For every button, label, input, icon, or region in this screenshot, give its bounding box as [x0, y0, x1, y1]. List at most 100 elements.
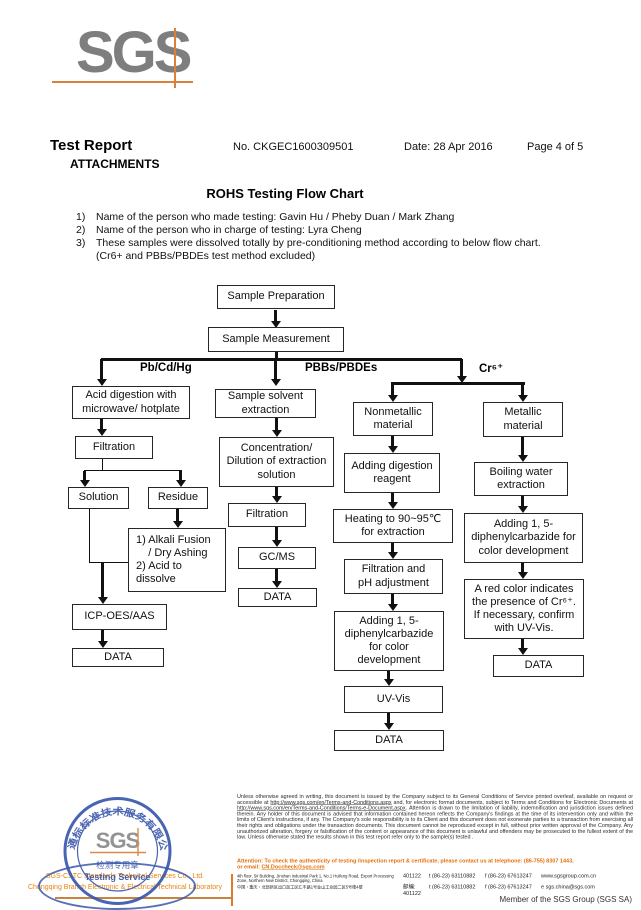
- note-number: 2): [76, 224, 86, 236]
- flow-arrow: [101, 563, 104, 597]
- flow-arrow: [521, 639, 524, 648]
- postal-code: 401122: [403, 873, 421, 879]
- member-line: Member of the SGS Group (SGS SA): [499, 895, 633, 904]
- notes-list: 1) Name of the person who made testing: …: [76, 211, 576, 263]
- flow-arrow: [83, 471, 86, 480]
- flow-arrow: [275, 527, 278, 540]
- flow-chart-title: ROHS Testing Flow Chart: [206, 186, 364, 201]
- report-number: No. CKGEC1600309501: [233, 141, 354, 153]
- flow-node-sample-preparation: Sample Preparation: [217, 285, 335, 309]
- flow-node-boiling-water: Boiling water extraction: [474, 462, 568, 496]
- flow-node-data-1: DATA: [72, 648, 164, 667]
- disclaimer-text: Unless otherwise agreed in writing, this…: [237, 793, 633, 806]
- report-date: Date: 28 Apr 2016: [404, 141, 493, 153]
- address-cn: 中国・重庆・北部新区出口加工区汇丰路1号金山工业园二区5号楼4楼: [237, 885, 363, 890]
- note-number: 1): [76, 211, 86, 223]
- branch-label-pbbs-pbdes: PBBs/PBDEs: [305, 362, 378, 374]
- flow-arrow: [391, 594, 394, 604]
- flow-node-data-4: DATA: [493, 655, 584, 677]
- flow-arrow: [176, 509, 179, 521]
- flow-arrow: [391, 436, 394, 446]
- sgs-logo: SGS: [76, 20, 192, 85]
- flow-node-data-2: DATA: [238, 588, 317, 607]
- flow-node-solution: Solution: [68, 487, 129, 509]
- email-address: e sgs.china@sgs.com: [541, 884, 595, 890]
- attention-text: Attention: To check the authenticity of …: [237, 858, 574, 870]
- flow-arrow: [179, 471, 182, 480]
- stamp-chinese-line: 检测专用章: [96, 860, 139, 870]
- flow-arrow: [521, 496, 524, 506]
- flow-arrow: [521, 437, 524, 455]
- attachments-heading: ATTACHMENTS: [70, 157, 160, 171]
- flow-node-alkali-fusion: 1) Alkali Fusion / Dry Ashing 2) Acid to…: [128, 528, 226, 592]
- logo-horizontal-line: [52, 81, 193, 83]
- flow-node-concentration: Concentration/ Dilution of extraction so…: [219, 437, 334, 487]
- flow-line: [84, 470, 182, 472]
- flow-arrow: [387, 713, 390, 723]
- note-text: These samples were dissolved totally by …: [96, 237, 541, 262]
- terms-url: http://www.sgs.com/en/Terms-and-Conditio…: [270, 799, 392, 806]
- flow-arrow: [275, 418, 278, 430]
- flow-node-carbazide-2: Adding 1, 5- diphenylcarbazide for color…: [464, 513, 583, 563]
- flow-arrow: [391, 383, 394, 395]
- flow-node-uv-vis: UV-Vis: [344, 686, 443, 713]
- note-number: 3): [76, 237, 86, 249]
- flow-arrow: [391, 543, 394, 552]
- flow-arrow: [275, 569, 278, 581]
- stamp-inner-circle: [76, 810, 159, 892]
- flow-node-heating: Heating to 90~95℃ for extraction: [333, 509, 453, 543]
- note-item: 1) Name of the person who made testing: …: [76, 211, 576, 224]
- flow-line: [275, 351, 278, 360]
- stamp-sgs-logo: SGS: [96, 828, 140, 853]
- flow-line: [101, 358, 462, 361]
- address-row-cn: 中国・重庆・北部新区出口加工区汇丰路1号金山工业园二区5号楼4楼 邮编: 401…: [237, 883, 633, 897]
- postal-code: 邮编: 401122: [403, 884, 421, 897]
- telephone: t (86-23) 63110882: [429, 884, 476, 890]
- flow-line: [89, 509, 91, 563]
- flow-arrow: [460, 359, 463, 376]
- flow-arrow: [521, 383, 524, 395]
- doccheck-email: CN.Doccheck@sgs.com: [261, 864, 325, 870]
- flow-arrow: [391, 493, 394, 502]
- footer-vertical-divider: [231, 874, 233, 906]
- testing-service-stamp: 通标标准技术服务有限公司 SGS 检测专用章 Testing Service: [60, 795, 172, 905]
- flow-node-sample-measurement: Sample Measurement: [208, 327, 344, 352]
- flow-arrow: [387, 671, 390, 679]
- flow-line: [391, 382, 525, 385]
- flow-node-carbazide-1: Adding 1, 5- diphenylcarbazide for color…: [334, 611, 444, 671]
- note-item: 3) These samples were dissolved totally …: [76, 237, 576, 263]
- flow-node-gc-ms: GC/MS: [238, 547, 316, 569]
- flow-node-residue: Residue: [148, 487, 208, 509]
- flow-node-filtration-ph: Filtration and pH adjustment: [344, 559, 443, 594]
- note-text: Name of the person who made testing: Gav…: [96, 211, 455, 223]
- flow-arrow: [275, 487, 278, 496]
- ellipse-stamp: [38, 862, 196, 910]
- fax: f (86-23) 67613247: [485, 884, 532, 890]
- disclaimer-paragraph: Unless otherwise agreed in writing, this…: [237, 794, 633, 858]
- flow-arrow: [274, 310, 277, 321]
- flow-node-metallic: Metallic material: [483, 402, 563, 437]
- stamp-testing-service: Testing Service: [85, 872, 151, 882]
- disclaimer-text: . Attention is drawn to the limitation o…: [237, 805, 633, 841]
- flow-node-filtration-2: Filtration: [228, 503, 306, 527]
- address-row-en: 4th floor, 5# Building, Jinshan Industri…: [237, 873, 633, 883]
- flow-arrow: [100, 419, 103, 429]
- flow-node-digestion-reagent: Adding digestion reagent: [344, 453, 440, 493]
- flow-line: [102, 459, 104, 471]
- flow-arrow: [274, 359, 277, 379]
- website: www.sgsgroup.com.cn: [541, 873, 597, 879]
- flow-node-nonmetallic: Nonmetallic material: [353, 402, 433, 436]
- note-text: Name of the person who in charge of test…: [96, 224, 362, 236]
- flow-line: [89, 562, 129, 564]
- flow-node-solvent-extraction: Sample solvent extraction: [215, 389, 316, 418]
- flow-node-acid-digestion: Acid digestion with microwave/ hotplate: [72, 386, 190, 419]
- flow-arrow: [521, 563, 524, 572]
- flow-node-red-color: A red color indicates the presence of Cr…: [464, 579, 584, 639]
- branch-label-cr6: Cr⁶⁺: [479, 363, 504, 375]
- note-item: 2) Name of the person who in charge of t…: [76, 224, 576, 237]
- report-title: Test Report: [50, 137, 133, 154]
- disclaimer-text: and, for electronic format documents, su…: [391, 799, 633, 806]
- address-en: 4th floor, 5# Building, Jinshan Industri…: [237, 874, 394, 883]
- page-indicator: Page 4 of 5: [527, 141, 584, 153]
